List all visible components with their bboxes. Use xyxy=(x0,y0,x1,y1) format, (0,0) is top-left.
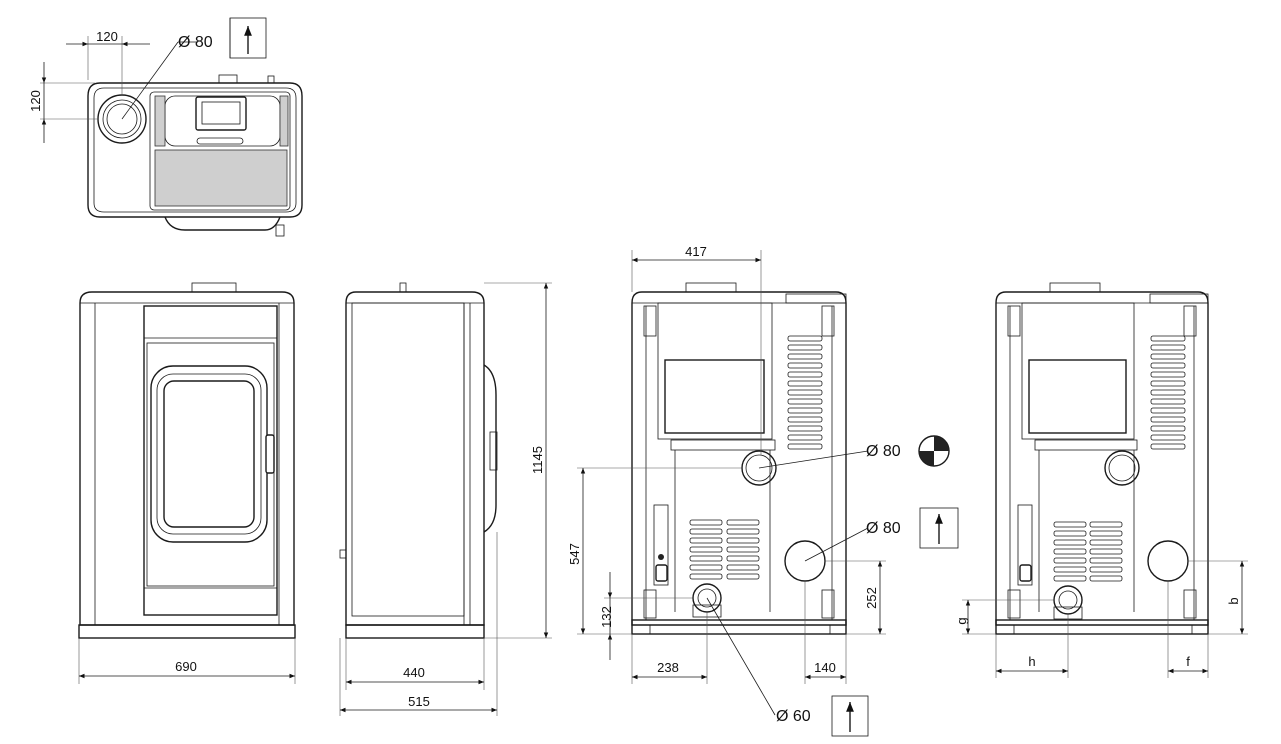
dim-var-h: h xyxy=(1028,654,1035,669)
side-view: 1145 440 515 xyxy=(339,282,552,716)
rear-view-main: 417 547 132 252 238 140 Ø 80 xyxy=(567,244,959,737)
front-view: 690 xyxy=(78,282,296,684)
dim-rear-right-offset: 140 xyxy=(814,660,836,675)
small-pipe-up-arrow-icon xyxy=(831,695,869,737)
air-up-arrow-icon xyxy=(229,17,267,59)
door-glass-frame xyxy=(150,365,268,543)
label-rear-flue: Ø 80 xyxy=(866,443,901,460)
door-glass xyxy=(163,380,255,528)
label-rear-small: Ø 60 xyxy=(776,708,811,725)
dim-rear-width-top: 417 xyxy=(685,244,707,259)
label-rear-air: Ø 80 xyxy=(866,520,901,537)
dim-side-depth: 440 xyxy=(403,665,425,680)
rear-vent-lower xyxy=(689,519,760,580)
top-view: 120 120 Ø 80 xyxy=(28,17,303,237)
label-top-pipe: Ø 80 xyxy=(178,34,213,51)
dim-front-width: 690 xyxy=(175,659,197,674)
door-handle xyxy=(265,434,275,474)
dim-rear-height-flue: 547 xyxy=(567,543,582,565)
rear2-vent-lower xyxy=(1053,521,1123,582)
dim-top-width: 120 xyxy=(96,29,118,44)
flue-symbol-icon xyxy=(918,435,950,467)
dim-side-height: 1145 xyxy=(530,446,545,474)
rear-view-variant: g h f b xyxy=(954,282,1248,678)
rear-air-up-arrow-icon xyxy=(919,507,959,549)
dim-rear-left-offset: 238 xyxy=(657,660,679,675)
dim-var-g: g xyxy=(954,617,969,624)
dim-side-depth-total: 515 xyxy=(408,694,430,709)
dim-var-b: b xyxy=(1226,597,1241,604)
rear2-vent-upper xyxy=(1150,335,1186,450)
dim-rear-height-air: 252 xyxy=(864,587,879,609)
dim-var-f: f xyxy=(1186,654,1190,669)
rear-vent-upper xyxy=(787,335,823,450)
dim-rear-height-small: 132 xyxy=(599,606,614,628)
dim-top-depth: 120 xyxy=(28,90,43,112)
